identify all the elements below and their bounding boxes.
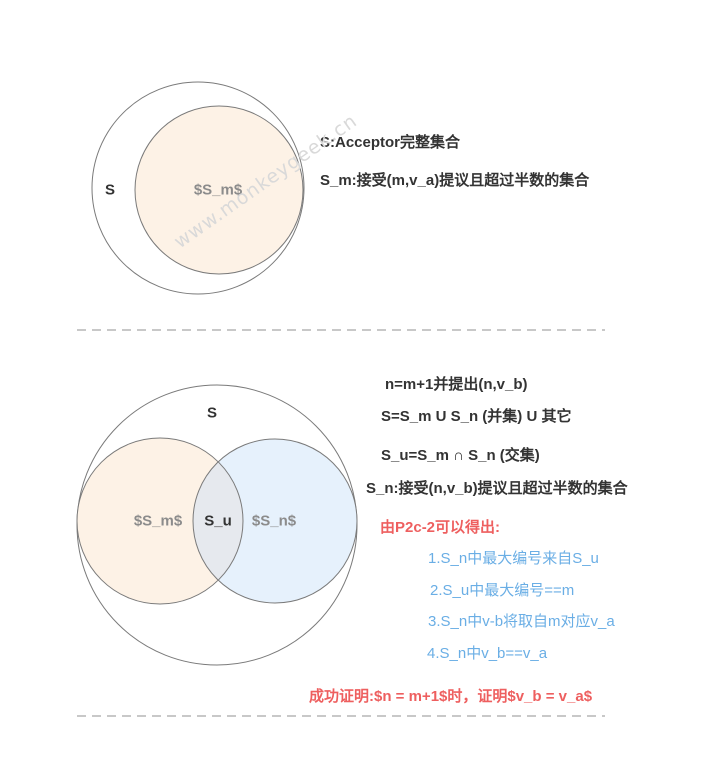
derivation-3: 3.S_n中v-b将取自m对应v_a [428,613,615,630]
set-su-label: S_u [204,512,232,530]
note-su-intersection: S_u=S_m ∩ S_n (交集) [381,447,540,464]
set-sm-circle-1 [134,105,304,275]
conclusion: 成功证明:$n = m+1$时，证明$v_b = v_a$ [309,688,593,705]
derivation-1: 1.S_n中最大编号来自S_u [428,550,599,567]
legend-sm: S_m:接受(m,v_a)提议且超过半数的集合 [320,172,590,189]
set-sm-label-2: $S_m$ [133,512,183,530]
note-sn-def: S_n:接受(n,v_b)提议且超过半数的集合 [366,480,628,497]
set-s-label-2: S [206,404,218,422]
set-sm-circle-2 [77,438,243,604]
derivation-2: 2.S_u中最大编号==m [430,582,575,599]
note-s-union: S=S_m U S_n (并集) U 其它 [381,408,572,425]
set-sn-label-2: $S_n$ [251,512,297,530]
set-sn-circle-2 [193,439,357,603]
legend-s: S:Acceptor完整集合 [320,134,461,151]
derivation-4: 4.S_n中v_b==v_a [427,645,548,662]
set-s-label-1: S [104,181,116,199]
note-n-def: n=m+1并提出(n,v_b) [385,376,528,393]
set-sm-label-1: $S_m$ [193,181,243,199]
derive-heading: 由P2c-2可以得出: [380,519,501,536]
